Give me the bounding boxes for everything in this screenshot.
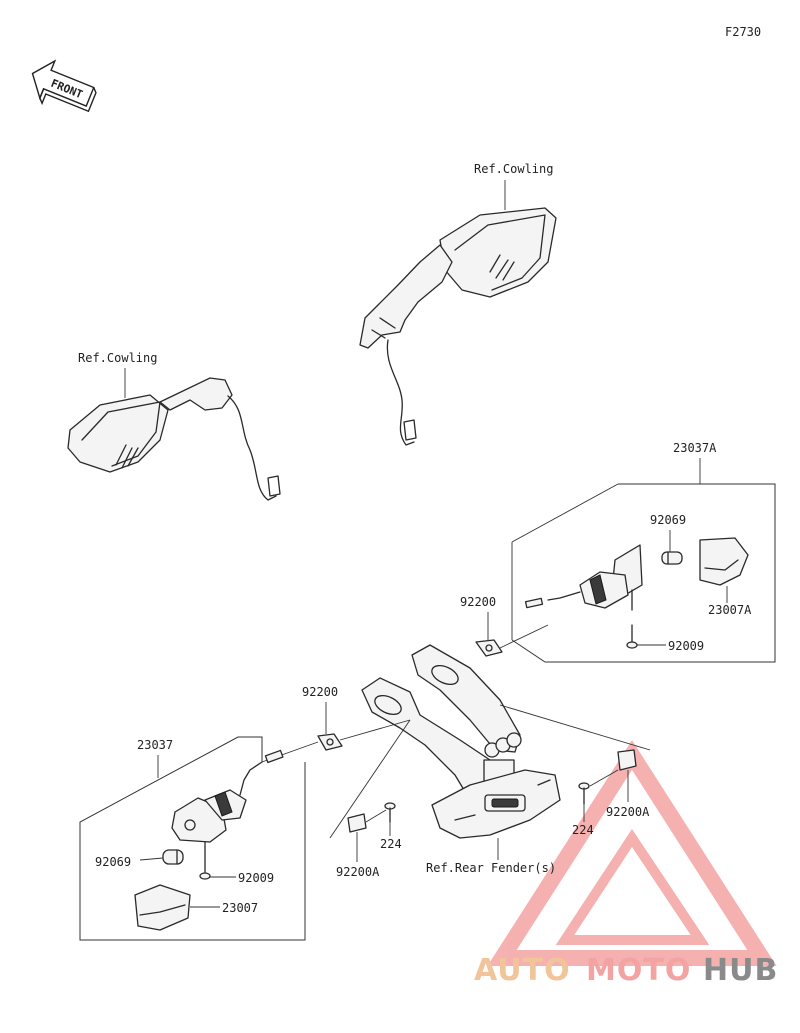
left-clip-label: 92200A xyxy=(336,865,380,879)
fender-bracket-illustration xyxy=(361,644,561,839)
right-assembly-label: 23037A xyxy=(673,441,717,455)
right-bulb-label: 92069 xyxy=(650,513,686,527)
right-signal-box xyxy=(511,483,776,663)
left-signal-box xyxy=(79,736,306,941)
right-bolt xyxy=(578,782,590,805)
watermark-text: AUTO MOTO HUB xyxy=(474,953,778,988)
right-mirror-illustration xyxy=(359,207,557,446)
right-clip xyxy=(617,749,637,771)
ref-cowling-left-label: Ref.Cowling xyxy=(78,351,157,365)
right-bulb xyxy=(661,551,683,565)
left-screw xyxy=(199,841,211,880)
left-clip xyxy=(347,813,367,833)
right-gasket-label: 92200 xyxy=(460,595,496,609)
left-bolt-label: 224 xyxy=(380,837,402,851)
left-bolt xyxy=(384,802,396,823)
watermark-moto: MOTO xyxy=(586,953,691,988)
left-assembly-label: 23037 xyxy=(137,738,173,752)
right-clip-label: 92200A xyxy=(606,805,650,819)
left-lens-label: 23007 xyxy=(222,901,258,915)
ref-rear-fender-label: Ref.Rear Fender(s) xyxy=(426,861,556,875)
watermark-auto: AUTO xyxy=(474,953,571,988)
left-gasket-label: 92200 xyxy=(302,685,338,699)
watermark-logo xyxy=(487,740,777,966)
right-lens-label: 23007A xyxy=(708,603,752,617)
right-bolt-label: 224 xyxy=(572,823,594,837)
right-gasket xyxy=(475,639,503,657)
right-screw xyxy=(626,624,638,649)
left-bulb xyxy=(162,849,184,865)
left-screw-label: 92009 xyxy=(238,871,274,885)
front-arrow-icon: FRONT xyxy=(31,59,97,113)
watermark-hub: HUB xyxy=(703,953,778,988)
left-mirror-illustration xyxy=(67,377,281,501)
right-signal-housing xyxy=(524,544,643,611)
left-gasket xyxy=(317,733,343,751)
ref-cowling-right-label: Ref.Cowling xyxy=(474,162,553,176)
left-lens xyxy=(134,884,191,931)
left-signal-housing xyxy=(171,749,284,843)
left-bulb-label: 92069 xyxy=(95,855,131,869)
right-lens xyxy=(699,537,749,586)
figure-code: F2730 xyxy=(725,25,761,39)
right-screw-label: 92009 xyxy=(668,639,704,653)
